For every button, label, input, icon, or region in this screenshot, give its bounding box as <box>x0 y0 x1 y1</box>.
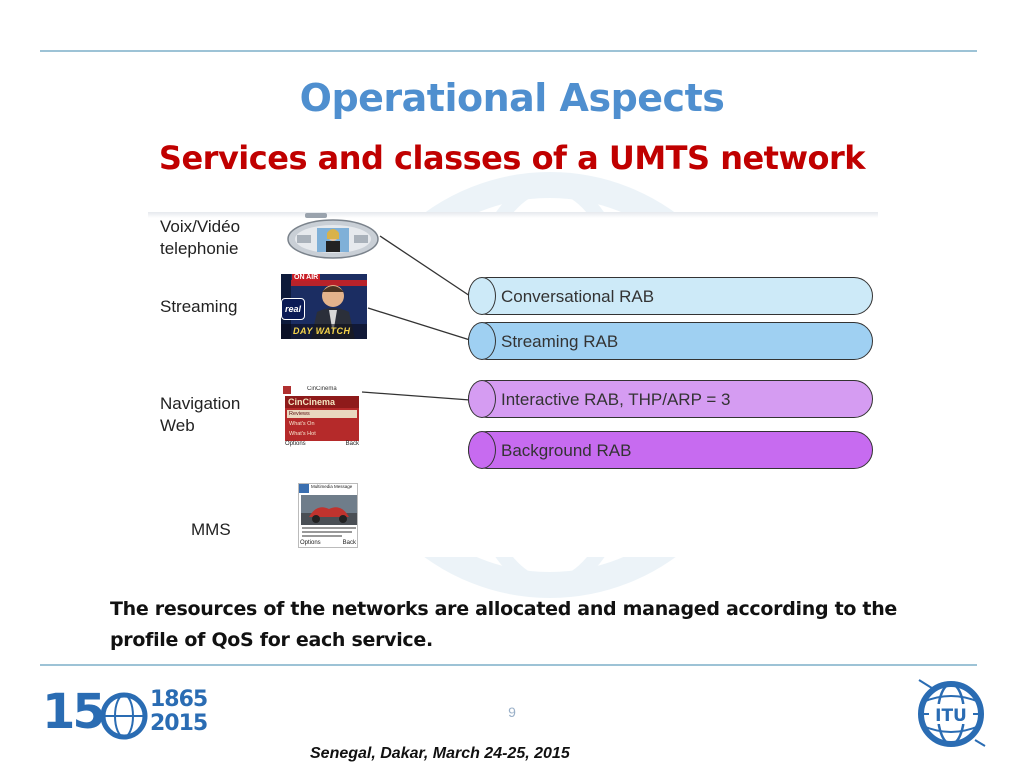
nav-menu-item-whats-hot: What's Hot <box>289 431 316 437</box>
rab-streaming-cap <box>468 321 496 360</box>
slide-subtitle: Services and classes of a UMTS network <box>158 139 866 177</box>
connector-navigation <box>361 391 471 401</box>
connector-streaming <box>367 307 471 341</box>
rab-interactive-label: Interactive RAB, THP/ARP = 3 <box>501 390 731 409</box>
daywatch-caption: DAY WATCH <box>293 326 351 336</box>
nav-menu-item-reviews: Reviews <box>287 410 357 418</box>
navigation-web-thumbnail: CinCinema CinCinema Reviews What's On Wh… <box>283 386 361 448</box>
diagram-top-shade <box>148 212 878 218</box>
nav-menu-item-whats-on: What's On <box>289 421 315 427</box>
slide-title: Operational Aspects <box>299 76 725 120</box>
on-air-badge: ON AIR <box>292 274 321 281</box>
rab-background: Background RAB <box>468 430 873 469</box>
rab-background-cap <box>468 430 496 469</box>
itu-globe-small-icon <box>100 692 148 740</box>
real-player-logo: real <box>281 298 305 320</box>
rab-conversational-cap <box>468 276 496 315</box>
footnote-text: The resources of the networks are alloca… <box>110 598 898 651</box>
rab-streaming-label: Streaming RAB <box>501 332 619 351</box>
nav-menu-panel: Reviews What's On What's Hot <box>285 408 359 441</box>
itu-logo-icon: ITU <box>918 679 986 747</box>
rab-interactive-cap <box>468 379 496 418</box>
bottom-divider <box>40 664 977 666</box>
connector-voice <box>379 235 471 297</box>
svg-text:ITU: ITU <box>935 706 967 726</box>
rab-streaming: Streaming RAB <box>468 321 873 360</box>
rab-conversational: Conversational RAB <box>468 276 873 315</box>
itu-150-anniversary-logo: 15 1865 2015 <box>42 684 208 740</box>
rab-interactive: Interactive RAB, THP/ARP = 3 <box>468 379 873 418</box>
page-number: 9 <box>508 704 516 720</box>
rab-conversational-label: Conversational RAB <box>501 287 655 306</box>
service-label-streaming: Streaming <box>160 297 238 316</box>
mms-envelope-icon <box>299 484 309 493</box>
mms-thumbnail: Multimedia Message Options Back <box>298 483 358 548</box>
cincinema-small-logo-icon <box>283 386 291 394</box>
top-divider <box>40 50 977 52</box>
service-label-mms: MMS <box>191 520 231 539</box>
mms-photo-icon <box>301 495 357 525</box>
video-phone-icon <box>287 213 379 259</box>
streaming-tv-thumbnail: ON AIR real DAY WATCH <box>281 274 367 339</box>
rab-background-label: Background RAB <box>501 441 632 460</box>
cincinema-banner: CinCinema <box>285 396 359 408</box>
footer-event-text: Senegal, Dakar, March 24-25, 2015 <box>310 745 570 762</box>
